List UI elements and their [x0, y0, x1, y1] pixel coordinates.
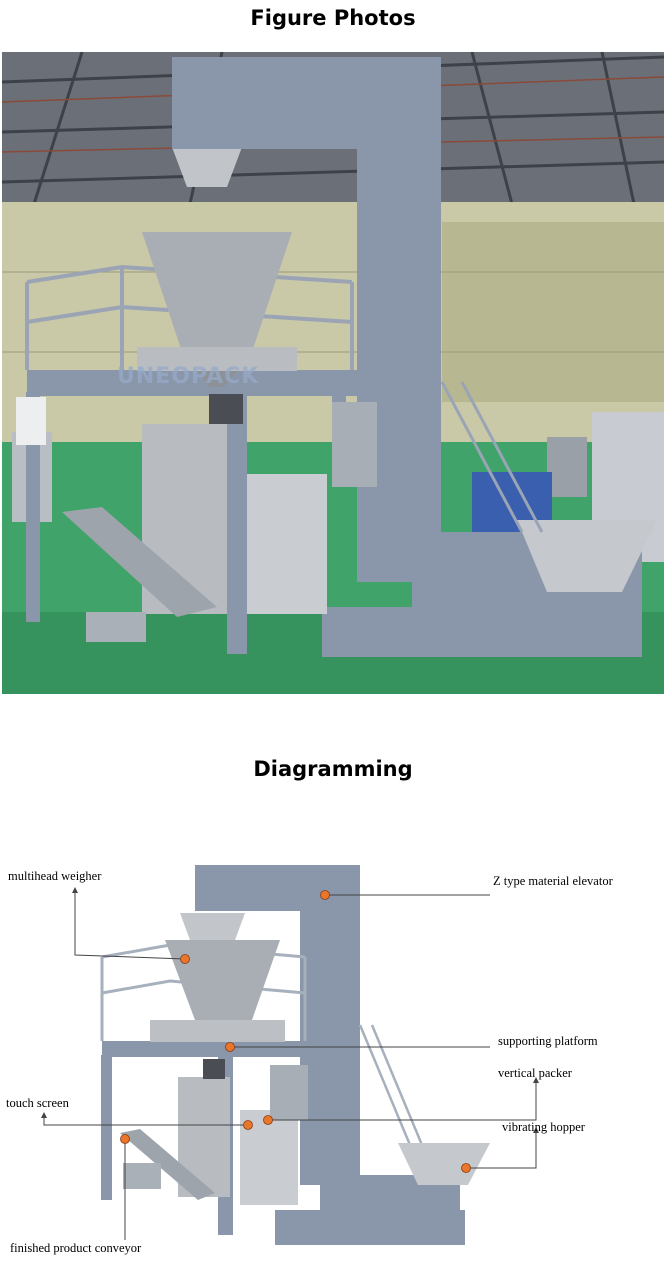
diagramming-title: Diagramming — [253, 757, 413, 781]
label-finished-conveyor: finished product conveyor — [10, 1241, 142, 1255]
machine-photo: UNEOPACK — [2, 52, 664, 694]
label-z-elevator: Z type material elevator — [493, 874, 613, 888]
label-touch-screen: touch screen — [6, 1096, 69, 1110]
figure-photos-title: Figure Photos — [250, 6, 416, 30]
photo-watermark: UNEOPACK — [117, 364, 260, 389]
label-multihead-weigher: multihead weigher — [8, 869, 102, 883]
label-vibrating-hopper: vibrating hopper — [502, 1120, 585, 1134]
label-vertical-packer: vertical packer — [498, 1066, 572, 1080]
machine-diagram: multihead weigher Z type material elevat… — [0, 815, 666, 1265]
label-supporting-platform: supporting platform — [498, 1034, 598, 1048]
